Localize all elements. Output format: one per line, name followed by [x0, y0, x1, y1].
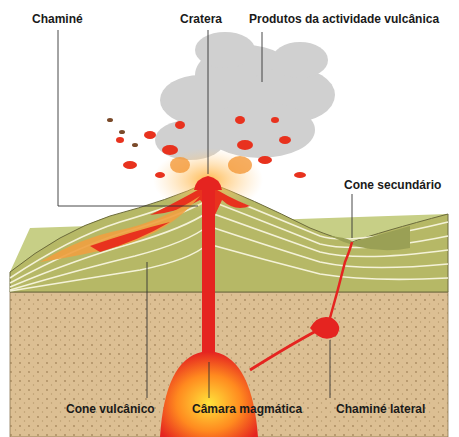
- lateral-chimney: [250, 330, 318, 370]
- part-label: Cone vulcânico: [66, 402, 155, 416]
- part-label: Câmara magmática: [192, 402, 302, 416]
- secondary-cone: [330, 226, 410, 250]
- magma-chamber: [160, 352, 258, 437]
- leader-lines: [58, 30, 352, 398]
- part-label: Chaminé lateral: [336, 402, 425, 416]
- smoke-cloud: [155, 32, 335, 160]
- part-label: Chaminé: [32, 12, 83, 26]
- part-label: Produtos da actividade vulcânica: [249, 12, 439, 26]
- lava-splashes: [116, 116, 306, 178]
- volcanic-cone: [10, 182, 448, 292]
- soil-layer: [10, 292, 448, 437]
- chimney: [202, 186, 215, 356]
- part-label: Cone secundário: [344, 178, 441, 192]
- part-label: Cratera: [180, 12, 222, 26]
